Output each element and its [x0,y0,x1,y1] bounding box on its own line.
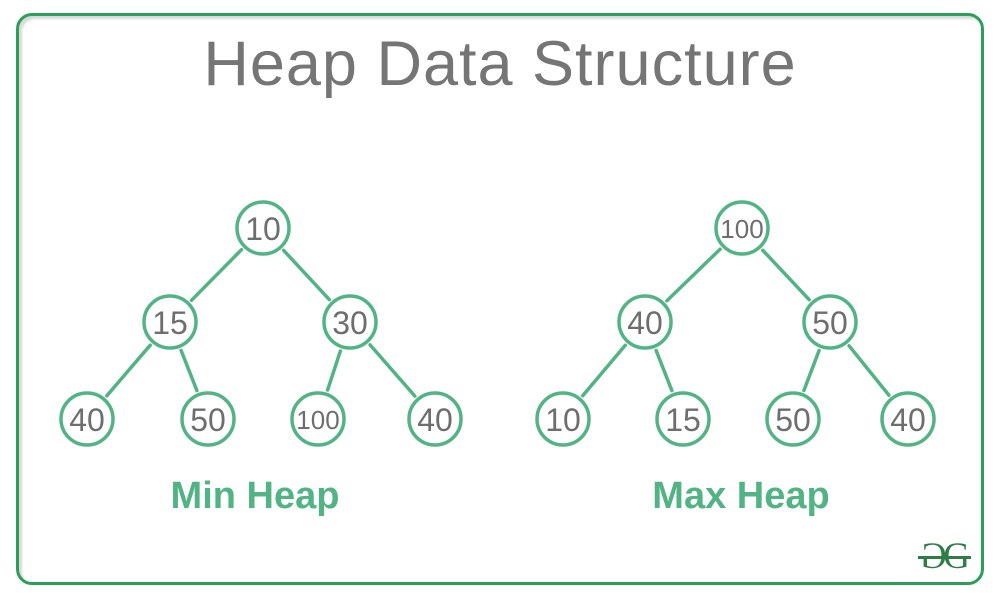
tree-node-value: 15 [152,305,188,341]
tree-node-value: 100 [720,214,763,244]
tree-node-circle [655,391,711,447]
max-heap-label: Max Heap [652,475,830,517]
tree-edge [368,343,417,398]
geeksforgeeks-logo: GG [917,536,971,577]
tree-node-value: 50 [190,402,226,438]
tree-node-value: 50 [812,305,848,341]
tree-node-value: 30 [332,305,368,341]
max-heap-tree: 100 40 50 10 15 50 40 [535,200,936,447]
tree-node-value: 100 [296,405,339,435]
tree-edge [189,247,244,303]
tree-node-circle [290,391,346,447]
tree-node-circle [59,391,115,447]
tree-edge [179,348,199,393]
tree-node-circle [142,294,198,350]
logo-crossbar [917,556,971,559]
tree-node-circle [235,200,291,256]
tree-edge [105,343,152,398]
tree-node-value: 40 [890,402,926,438]
tree-edge [665,247,722,303]
min-heap-tree: 10 15 30 40 50 100 40 [59,200,463,447]
page-title: Heap Data Structure [203,29,797,99]
tree-node-value: 10 [245,211,281,247]
tree-edge [580,343,628,398]
tree-node-circle [180,391,236,447]
tree-node-circle [322,294,378,350]
tree-node-circle [407,391,463,447]
tree-node-circle [617,294,673,350]
tree-node-circle [765,391,821,447]
tree-node-value: 50 [775,402,811,438]
min-heap-label: Min Heap [170,475,340,517]
tree-edge [847,344,891,397]
tree-node-circle [802,294,858,350]
tree-node-circle [535,391,591,447]
tree-node-value: 10 [545,402,581,438]
tree-edge [761,248,811,302]
tree-edge [802,348,821,393]
tree-node-circle [880,391,936,447]
tree-node-value: 15 [665,402,701,438]
tree-edge [654,348,674,393]
tree-node-value: 40 [627,305,663,341]
tree-edge [281,248,332,302]
tree-node-value: 40 [69,402,105,438]
tree-node-value: 40 [417,402,453,438]
tree-node-circle [714,200,770,256]
tree-edge [325,349,343,392]
